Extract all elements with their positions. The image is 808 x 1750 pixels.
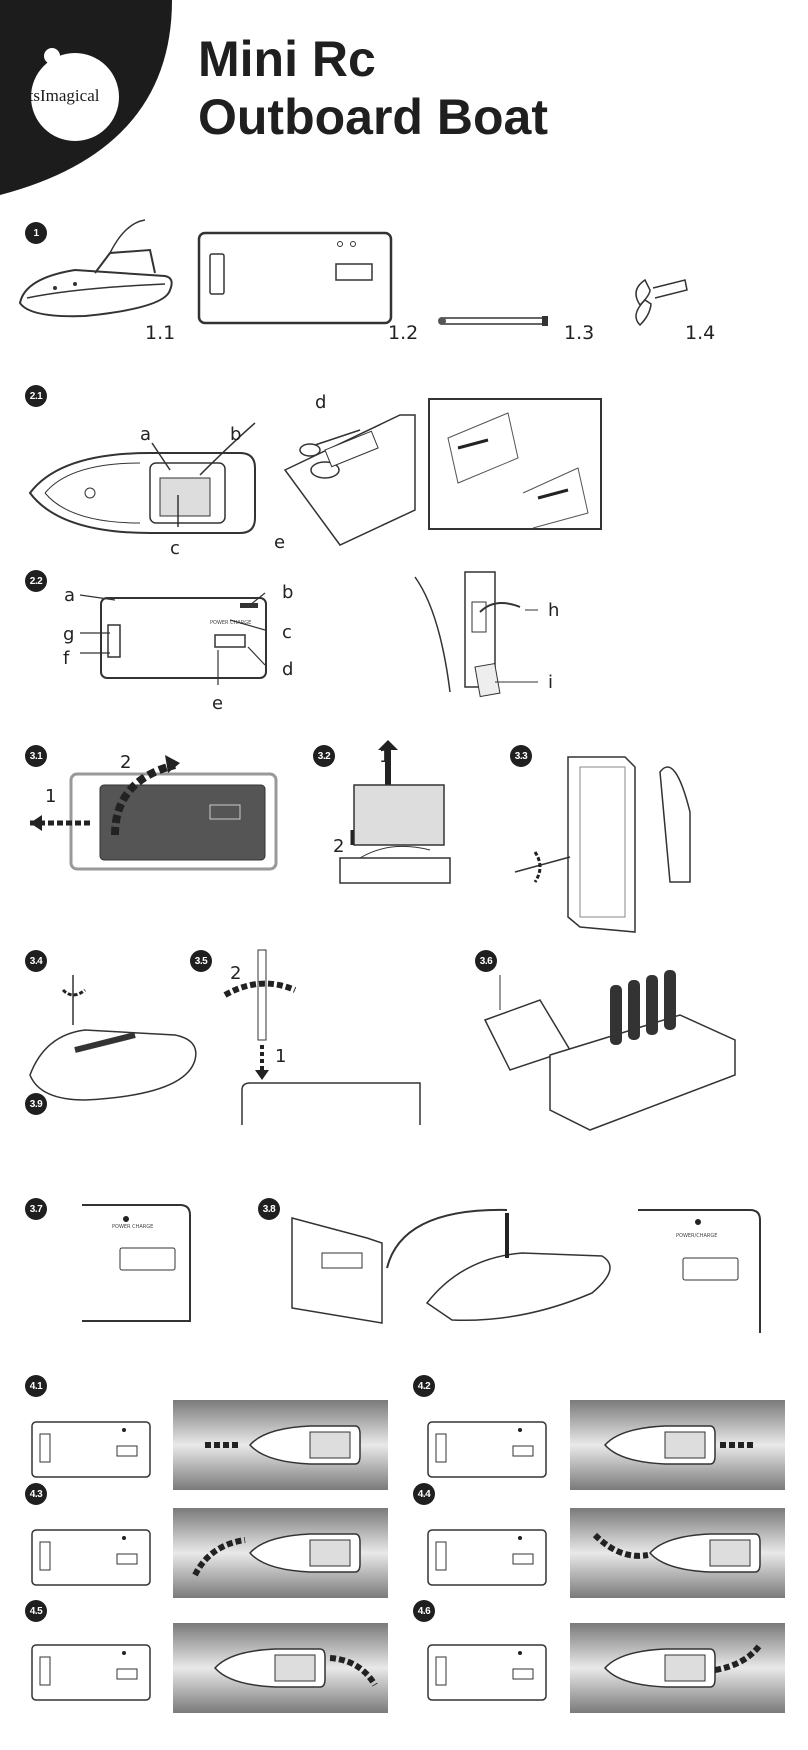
- remote-charge-indicator-illustration: [638, 1209, 761, 1333]
- step-badge-1: 1: [25, 222, 47, 244]
- step-badge-3-5: 3.5: [190, 950, 212, 972]
- screwdriver-panel-illustration: [514, 756, 691, 933]
- step-badge-3-8: 3.8: [258, 1198, 280, 1220]
- step-badge-3-9: 3.9: [25, 1093, 47, 1115]
- step-badge-4-4: 4.4: [413, 1483, 435, 1505]
- part-label-1-2: 1.2: [388, 322, 419, 344]
- remote-3-8-text: POWER/CHARGE: [676, 1233, 718, 1239]
- label-2-2-f: f: [63, 648, 70, 669]
- charging-boat-illustration: [291, 1208, 611, 1324]
- label-2-2-b: b: [282, 582, 294, 603]
- label-2-2-c: c: [282, 622, 292, 643]
- label-2-1-e: e: [274, 532, 286, 553]
- callout-lines-2-1: [151, 422, 256, 527]
- label-2-1-a: a: [140, 424, 152, 445]
- step-badge-4-2: 4.2: [413, 1375, 435, 1397]
- step-badge-3-3: 3.3: [510, 745, 532, 767]
- arrow-label-3-1-2: 2: [120, 752, 132, 773]
- label-2-1-c: c: [170, 538, 180, 559]
- arrow-label-3-2-2: 2: [333, 836, 345, 857]
- brand-corner-shape: [0, 0, 172, 195]
- label-2-2-h: h: [548, 600, 560, 621]
- boat-top-view: [28, 452, 256, 534]
- part-label-1-4: 1.4: [685, 322, 716, 344]
- step-badge-4-1: 4.1: [25, 1375, 47, 1397]
- remote-cover-open-illustration: [69, 772, 278, 871]
- label-2-2-e: e: [212, 693, 224, 714]
- arrows-3-1: [30, 755, 180, 836]
- control-diagrams: [31, 1400, 785, 1713]
- step-badge-3-1: 3.1: [25, 745, 47, 767]
- remote-diagram: [100, 597, 267, 679]
- label-2-2-g: g: [63, 624, 75, 645]
- title-line-1: Mini Rc: [198, 31, 376, 87]
- battery-detail-box: [428, 398, 602, 530]
- arrow-label-3-2-1: 1: [379, 746, 391, 767]
- step-badge-3-7: 3.7: [25, 1198, 47, 1220]
- part-label-1-3: 1.3: [564, 322, 595, 344]
- part-label-1-1: 1.1: [145, 322, 176, 344]
- label-2-2-i: i: [548, 672, 554, 693]
- title-line-2: Outboard Boat: [198, 89, 548, 145]
- remote-side-plug-illustration: [414, 571, 538, 698]
- label-2-1-d: d: [315, 392, 327, 413]
- step-badge-2-2: 2.2: [25, 570, 47, 592]
- box-lift-illustration: [339, 740, 451, 884]
- antenna-remote-install-illustration: [223, 949, 421, 1125]
- arrow-label-3-5-2: 2: [230, 963, 242, 984]
- label-2-2-d: d: [282, 659, 294, 680]
- remote-3-7-text: POWER CHARGE: [112, 1224, 154, 1230]
- battery-insert-illustration: [483, 970, 736, 1131]
- boat-illustration: [18, 219, 173, 318]
- remote-power-on-illustration: [82, 1204, 191, 1322]
- step-badge-4-3: 4.3: [25, 1483, 47, 1505]
- callout-lines-2-2: [79, 592, 266, 685]
- brand-logo: ItsImagical®: [23, 86, 109, 106]
- step-badge-3-6: 3.6: [475, 950, 497, 972]
- arrow-label-3-1-1: 1: [45, 786, 57, 807]
- remote-power-charge-text: POWER CHARGE: [210, 620, 252, 626]
- remote-controller-illustration: [197, 231, 393, 325]
- boat-antenna-install-illustration: [29, 975, 197, 1101]
- page-title: Mini Rc Outboard Boat: [198, 30, 548, 146]
- registered-mark: ®: [102, 86, 110, 96]
- label-2-1-b: b: [230, 424, 242, 445]
- brand-name: ItsImagical: [23, 86, 100, 105]
- step-badge-2-1: 2.1: [25, 385, 47, 407]
- propeller-illustration: [635, 278, 688, 327]
- step-badge-4-6: 4.6: [413, 1600, 435, 1622]
- label-2-2-a: a: [64, 585, 76, 606]
- step-badge-4-5: 4.5: [25, 1600, 47, 1622]
- battery-holder-illustration: [283, 414, 416, 546]
- step-badge-3-4: 3.4: [25, 950, 47, 972]
- step-badge-3-2: 3.2: [313, 745, 335, 767]
- antenna-illustration: [438, 316, 548, 326]
- arrow-label-3-5-1: 1: [275, 1046, 287, 1067]
